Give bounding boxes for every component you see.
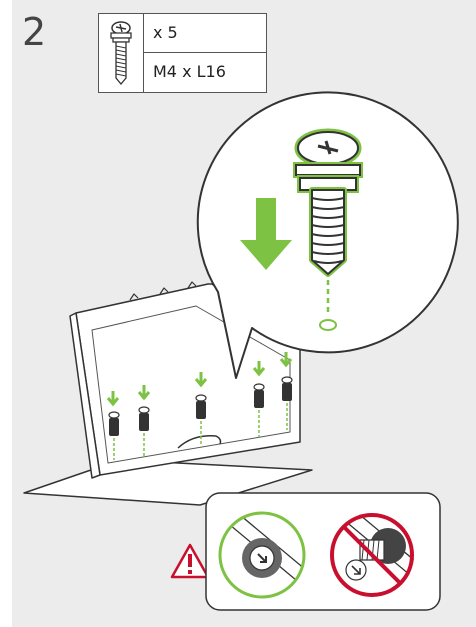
zoom-callout bbox=[198, 92, 458, 378]
warning-section bbox=[172, 490, 450, 610]
screw-hole bbox=[320, 320, 336, 330]
